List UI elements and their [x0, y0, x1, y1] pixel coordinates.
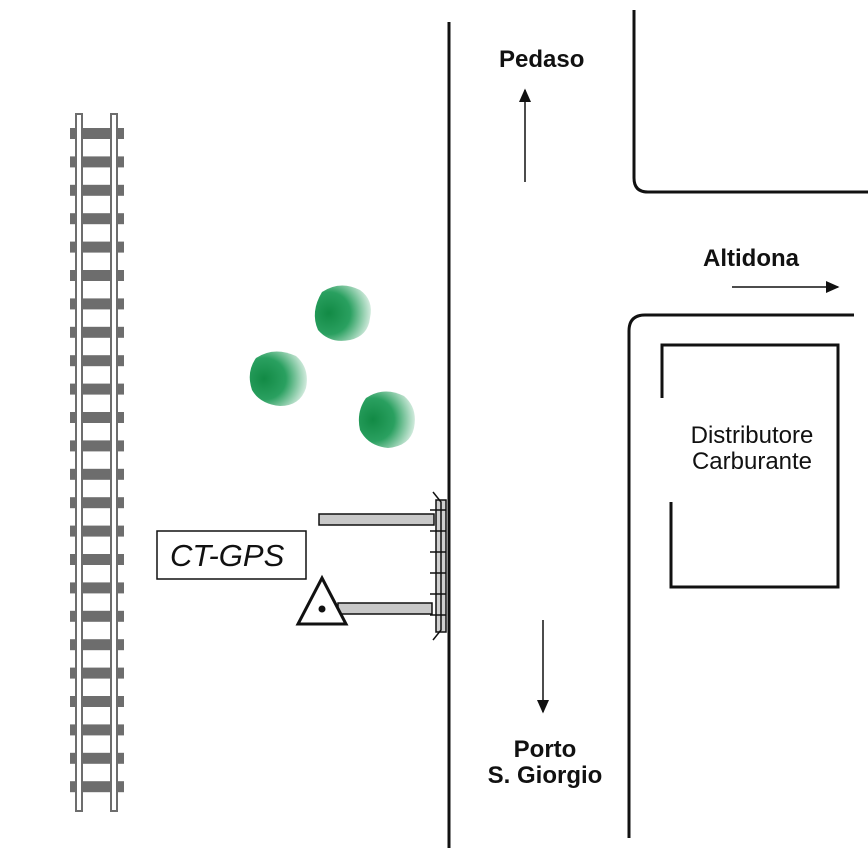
- tree-icon: [249, 351, 307, 406]
- rail-tie: [70, 582, 124, 594]
- rail-tie: [70, 355, 124, 367]
- rail-tie: [70, 610, 124, 622]
- rail-tie: [70, 440, 124, 452]
- rail-tie: [70, 554, 124, 565]
- side-road-north-edge: [632, 10, 868, 194]
- rail-tie: [70, 497, 124, 509]
- label-fuel-station: Distributore Carburante: [672, 422, 832, 476]
- label-pedaso: Pedaso: [499, 46, 585, 73]
- rail-tie: [70, 468, 124, 480]
- label-station-line1: Distributore: [690, 422, 814, 449]
- rail-tie: [70, 128, 124, 139]
- rail-tie: [70, 781, 124, 793]
- rail-tie: [70, 241, 124, 253]
- rail-tie: [70, 639, 124, 651]
- tree-icon: [358, 391, 415, 448]
- rail-tie: [70, 752, 124, 764]
- railway-track: [70, 113, 124, 812]
- wall-structure: [430, 491, 447, 641]
- label-altidona: Altidona: [703, 245, 799, 272]
- tree-icon: [314, 285, 371, 341]
- rail-tie: [70, 184, 124, 196]
- label-porto-san-giorgio: Porto S. Giorgio: [470, 736, 620, 790]
- rail-tie: [70, 213, 124, 225]
- label-porto-line1: Porto: [513, 736, 577, 763]
- label-porto-line2: S. Giorgio: [487, 762, 603, 790]
- rail-tie: [70, 298, 124, 310]
- label-ct-gps: CT-GPS: [170, 538, 285, 573]
- side-road-south-edge: [627, 313, 854, 838]
- rail-tie: [70, 696, 124, 707]
- label-station-line2: Carburante: [691, 448, 813, 476]
- ct-gps-box: [156, 530, 307, 580]
- rail-tie: [70, 270, 124, 281]
- rail-tie: [70, 326, 124, 338]
- rail-tie: [70, 156, 124, 168]
- fuel-station-building: [660, 343, 840, 589]
- rail-tie: [70, 412, 124, 423]
- sensor-triangle-icon: [295, 574, 349, 626]
- rail-tie: [70, 383, 124, 395]
- pipe: [318, 513, 435, 526]
- rail-tie: [70, 525, 124, 537]
- rail-tie: [70, 667, 124, 679]
- pipe: [337, 602, 433, 615]
- rail-tie: [70, 724, 124, 736]
